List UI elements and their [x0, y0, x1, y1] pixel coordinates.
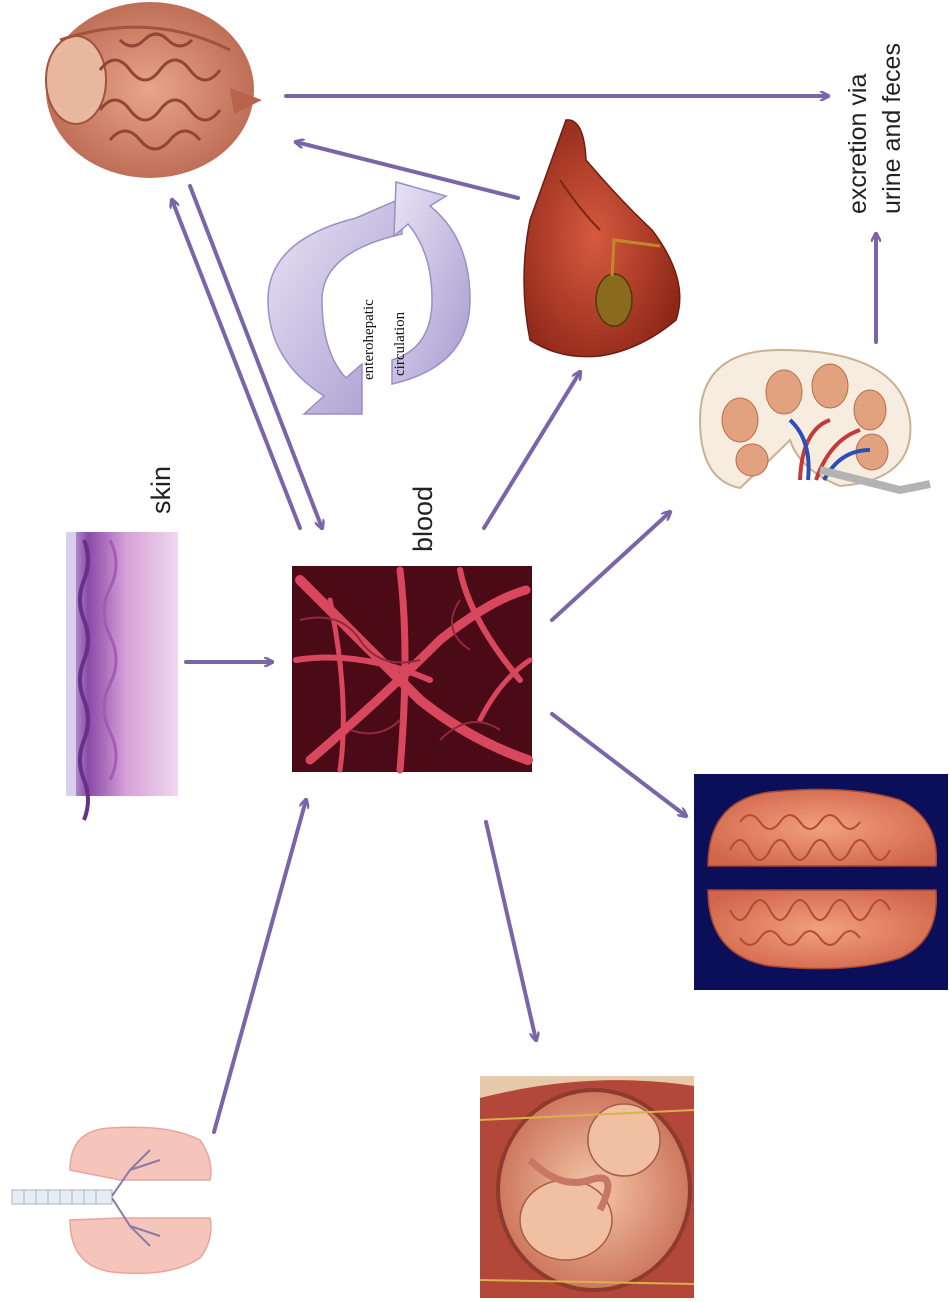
arrow-lungs-to-blood: [214, 800, 306, 1132]
arrow-blood-to-kidney: [552, 512, 670, 620]
intestines-icon: [46, 2, 262, 178]
cycle-arrow-left: [268, 198, 402, 414]
excretion-label-group: excretion via urine and feces: [844, 43, 906, 214]
lungs-icon: [12, 1127, 211, 1273]
skin-tissue-icon: [66, 532, 178, 820]
arrow-blood-to-fetus: [486, 822, 536, 1040]
skin-label: skin: [146, 466, 176, 514]
enterohepatic-cycle: enterohepatic circulation: [268, 182, 470, 414]
blood-label: blood: [408, 486, 438, 552]
excretion-label-line1: excretion via: [844, 74, 872, 214]
kidney-icon: [700, 350, 930, 490]
enterohepatic-label: enterohepatic: [361, 299, 377, 380]
liver-gallbladder-icon: [524, 120, 680, 357]
arrow-blood-to-liver: [484, 372, 580, 528]
blood-vessels-icon: [292, 566, 532, 772]
fetus-in-womb-icon: [480, 1076, 694, 1298]
arrow-blood-to-brain: [552, 714, 686, 816]
circulation-label: circulation: [392, 311, 408, 376]
arrow-blood-to-intestine: [172, 200, 300, 528]
excretion-label-line2: urine and feces: [878, 43, 906, 214]
brain-icon: [694, 774, 948, 990]
